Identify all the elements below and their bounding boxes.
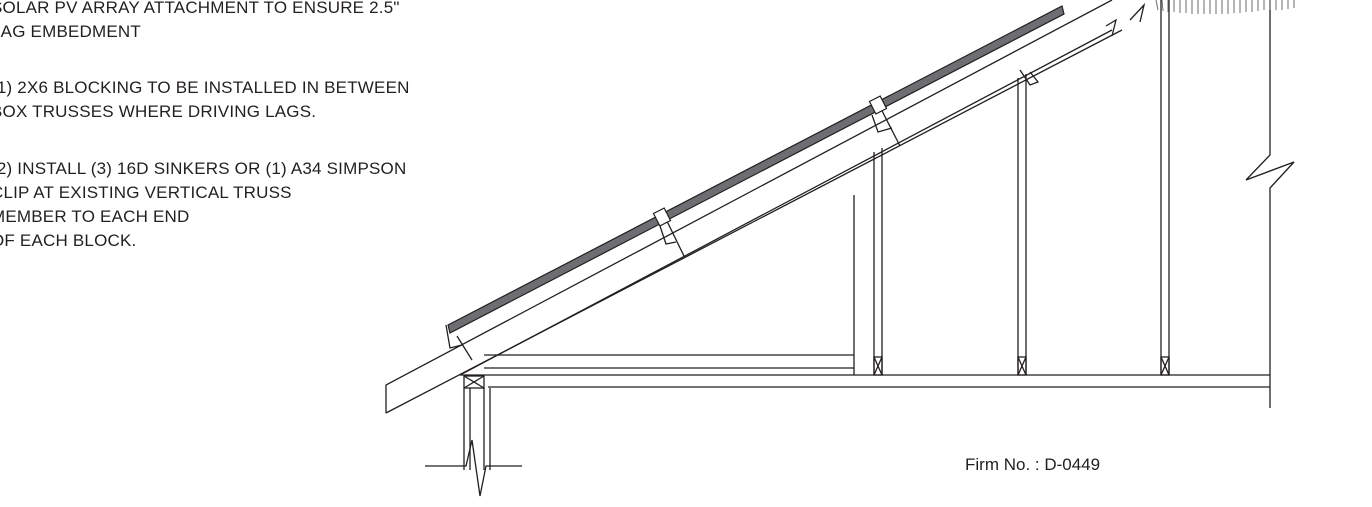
note-line: (2) INSTALL (3) 16D SINKERS OR (1) A34 S… [0, 159, 407, 178]
note-line: SOLAR PV ARRAY ATTACHMENT TO ENSURE 2.5" [0, 0, 400, 17]
truss-web [484, 354, 854, 369]
rafter [385, 0, 1123, 414]
solar-panel [447, 5, 1065, 334]
firm-number: Firm No. : D-0449 [965, 455, 1101, 474]
ceiling-joist [460, 374, 1270, 388]
mount-bracket [445, 69, 1040, 361]
blocking [463, 356, 1170, 389]
note-line: MEMBER TO EACH END [0, 207, 190, 226]
note-line: CLIP AT EXISTING VERTICAL TRUSS [0, 183, 292, 202]
note-line: (1) 2X6 BLOCKING TO BE INSTALLED IN BETW… [0, 78, 410, 97]
rafter-end [1129, 2, 1146, 23]
break-line [1245, 0, 1295, 408]
seal-stamp-fragment [1155, 0, 1295, 14]
vertical-truss-member [853, 0, 1170, 375]
note-line: OF EACH BLOCK. [0, 231, 137, 250]
rafter-end [1105, 18, 1118, 37]
wall-post [425, 388, 522, 497]
note-line: LAG EMBEDMENT [0, 22, 141, 41]
note-line: BOX TRUSSES WHERE DRIVING LAGS. [0, 102, 317, 121]
